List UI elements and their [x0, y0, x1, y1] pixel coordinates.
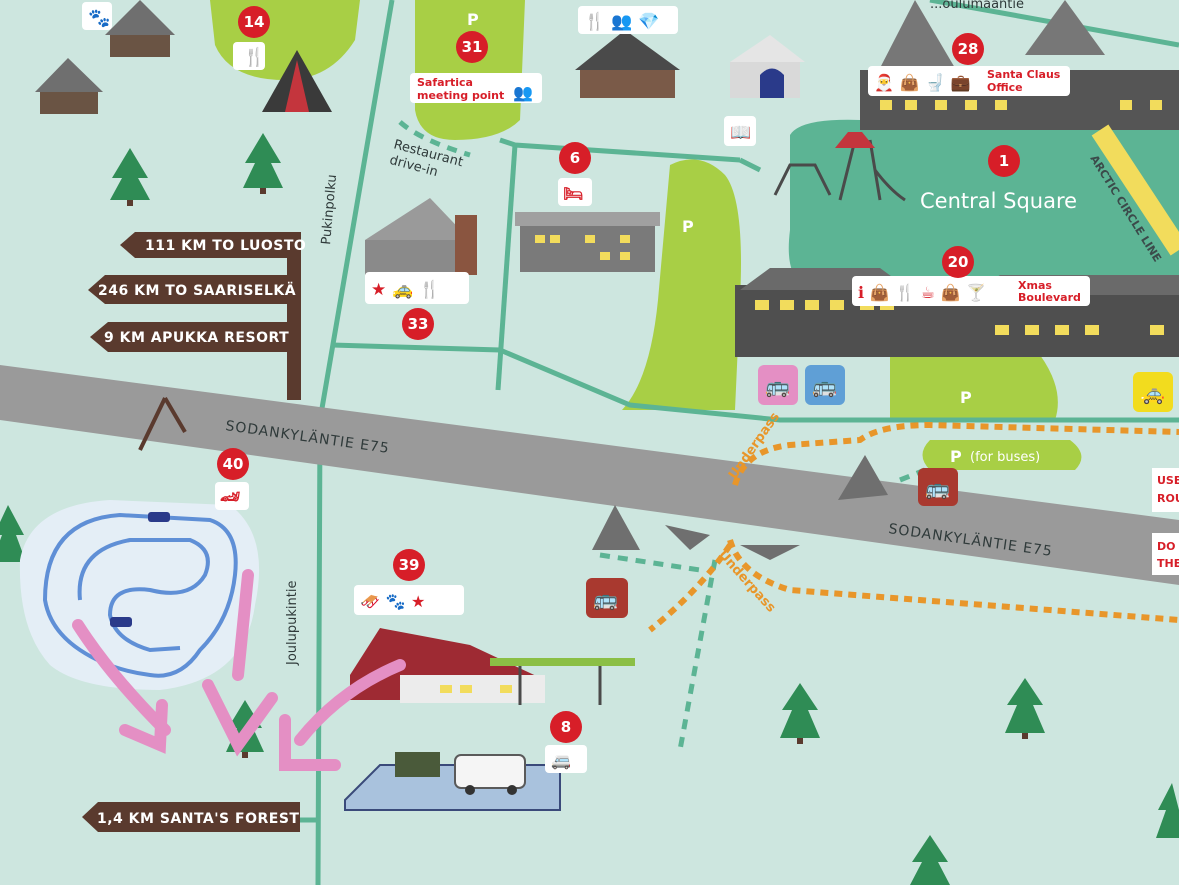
- poi-number: 28: [958, 40, 979, 58]
- restaurant-building: [365, 198, 477, 275]
- svg-text:🚌: 🚌: [593, 587, 618, 611]
- poi-31-label-line1: Safartica: [417, 76, 473, 89]
- parking-p-buses: P: [950, 447, 962, 466]
- svg-text:ROU: ROU: [1157, 492, 1179, 505]
- poi-marker-40[interactable]: 40: [217, 448, 249, 480]
- svg-text:🍴: 🍴: [243, 46, 265, 68]
- poi-number: 14: [244, 13, 265, 31]
- svg-text:🛏: 🛏: [563, 184, 583, 203]
- tent-shapes: [138, 396, 888, 560]
- poi-20-label-line1: Xmas: [1018, 279, 1052, 292]
- poi-31-label: Safartica meeting point: [417, 76, 504, 102]
- poi-28-label-line1: Santa Claus: [987, 68, 1061, 81]
- svg-text:THE: THE: [1157, 557, 1179, 570]
- parking-p-hotel: P: [682, 217, 694, 236]
- poi-marker-33[interactable]: 33: [402, 308, 434, 340]
- svg-text:🚕: 🚕: [1140, 381, 1165, 405]
- poi-number: 40: [223, 455, 244, 473]
- parking-field-boulevard: [890, 355, 1058, 420]
- poi-marker-39[interactable]: 39: [393, 549, 425, 581]
- people-icon: 👥: [513, 83, 533, 102]
- poi-marker-20[interactable]: 20: [942, 246, 974, 278]
- poi-number: 8: [561, 718, 571, 736]
- parking-p-boulevard: P: [960, 388, 972, 407]
- buildings-top: [575, 0, 1179, 130]
- tree-icon: [780, 683, 820, 738]
- poi-marker-28[interactable]: 28: [952, 33, 984, 65]
- tree-icon: [0, 505, 26, 562]
- central-square-label: Central Square: [920, 189, 1077, 213]
- poi-marker-6[interactable]: 6: [559, 142, 591, 174]
- parking-field-top: [415, 0, 525, 140]
- parking-field-hotel: [622, 159, 741, 410]
- edge-notice-1: USE ROU: [1152, 468, 1179, 512]
- svg-text:🐾: 🐾: [88, 8, 110, 29]
- svg-text:★ 🚕 🍴: ★ 🚕 🍴: [371, 279, 440, 300]
- tree-icon: [910, 835, 950, 885]
- walk-arrows: [72, 569, 406, 771]
- poi-number: 33: [408, 315, 429, 333]
- poi-marker-31[interactable]: 31: [456, 31, 488, 63]
- poi-number: 31: [462, 38, 483, 56]
- parking-p-top: P: [467, 10, 479, 29]
- poi-number: 20: [948, 253, 969, 271]
- poi-marker-1[interactable]: 1: [988, 145, 1020, 177]
- svg-text:🚐: 🚐: [551, 751, 571, 770]
- sign-santas-forest: 1,4 KM SANTA'S FOREST: [97, 811, 299, 827]
- parking-buses-note: (for buses): [970, 450, 1040, 465]
- poi-20-label-line2: Boulevard: [1018, 291, 1081, 304]
- svg-text:USE: USE: [1157, 474, 1179, 487]
- signpost-north: [88, 232, 301, 400]
- street-label-joulupukintie: Joulupukintie: [285, 581, 300, 666]
- svg-text:🚌: 🚌: [765, 374, 790, 398]
- parking-field-buses: [922, 440, 1082, 470]
- tree-icon: [243, 133, 283, 188]
- cabins: [35, 0, 332, 114]
- edge-notice-2: DO THE: [1152, 533, 1179, 575]
- tree-trunks: [127, 188, 1028, 758]
- tree-icon: [1005, 678, 1045, 733]
- svg-text:🚌: 🚌: [812, 374, 837, 398]
- svg-text:🛷 🐾 ★: 🛷 🐾 ★: [360, 592, 425, 611]
- signpost-south: [82, 802, 300, 832]
- poi-icon-cards: 🐾 🍴 🍴 👥 💎 📖 🎅 👜 🚽 💼 🛏 ℹ 👜 🍴 ☕ 👜 🍸 ★ 🚕 🍴 …: [82, 2, 1173, 773]
- highway-e75: [0, 365, 1179, 585]
- street-label-pukinpolku: Pukinpolku: [319, 174, 340, 245]
- poi-number: 39: [399, 556, 420, 574]
- sign-saariselka: 246 KM TO SAARISELKÄ: [98, 282, 296, 299]
- svg-text:📖: 📖: [730, 123, 751, 143]
- svg-text:🏎: 🏎: [220, 487, 240, 506]
- tree-icon: [1156, 783, 1179, 838]
- go-kart-icons: [110, 512, 170, 627]
- central-square-area: [788, 118, 1179, 300]
- tree-icon: [110, 148, 150, 200]
- poi-number: 6: [570, 149, 580, 167]
- poi-20-label: Xmas Boulevard: [1018, 279, 1081, 304]
- playground: [773, 139, 906, 202]
- street-label-top: ...oulumaantie: [930, 0, 1024, 12]
- svg-text:ℹ 👜 🍴 ☕ 👜 🍸: ℹ 👜 🍴 ☕ 👜 🍸: [858, 283, 986, 302]
- south-buildings: [344, 628, 635, 811]
- sign-luosto: 111 KM TO LUOSTO: [145, 238, 306, 254]
- svg-text:DO: DO: [1157, 540, 1175, 553]
- poi-number: 1: [999, 152, 1009, 170]
- poi-marker-14[interactable]: 14: [238, 6, 270, 38]
- hotel-building: [515, 212, 660, 272]
- underpass-paths: [648, 421, 1179, 633]
- poi-28-label-line2: Office: [987, 81, 1023, 94]
- sign-apukka: 9 KM APUKKA RESORT: [104, 330, 289, 346]
- playground-tower-roof: [835, 132, 875, 148]
- svg-text:🍴 👥 💎: 🍴 👥 💎: [584, 11, 659, 32]
- poi-28-label: Santa Claus Office: [987, 68, 1064, 94]
- svg-text:🎅 👜 🚽 💼: 🎅 👜 🚽 💼: [874, 73, 970, 92]
- poi-marker-8[interactable]: 8: [550, 711, 582, 743]
- svg-text:🚌: 🚌: [925, 476, 950, 500]
- poi-31-label-line2: meeting point: [417, 89, 504, 102]
